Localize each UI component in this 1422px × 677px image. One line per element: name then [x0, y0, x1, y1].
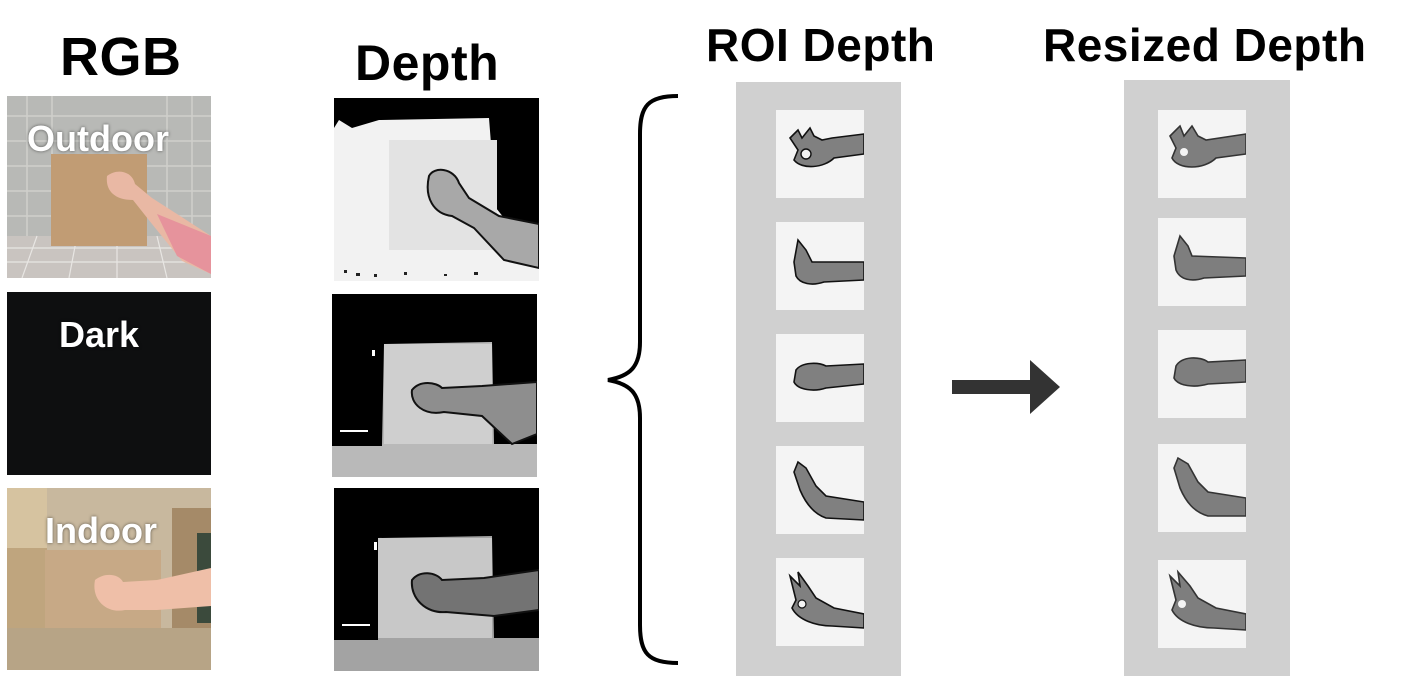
- rgb-dark-image: Dark: [7, 292, 211, 475]
- rgb-title: RGB: [60, 27, 182, 87]
- resized-thumb-thumb-up: [1158, 218, 1246, 306]
- roi-thumb-thumb-up: [776, 222, 864, 310]
- rgb-indoor-label: Indoor: [45, 510, 157, 551]
- rgb-outdoor-image: Outdoor: [7, 96, 211, 278]
- depth-indoor-image: [334, 488, 539, 671]
- depth-outdoor-image: [334, 98, 539, 281]
- roi-thumb-fist: [776, 334, 864, 422]
- roi-thumb-ok: [776, 110, 864, 198]
- roi-depth-title: ROI Depth: [706, 19, 936, 71]
- resized-thumb-ok: [1158, 110, 1246, 198]
- curly-brace-icon: [607, 94, 679, 665]
- rgb-indoor-image: Indoor: [7, 488, 211, 670]
- depth-dark-image: [332, 294, 537, 477]
- right-arrow-icon: [952, 360, 1060, 414]
- rgb-outdoor-label: Outdoor: [27, 118, 169, 159]
- depth-title: Depth: [355, 35, 500, 91]
- resized-thumb-point: [1158, 444, 1246, 532]
- resized-depth-title: Resized Depth: [1043, 19, 1367, 71]
- rgb-dark-label: Dark: [59, 314, 140, 355]
- resized-thumb-v-sign: [1158, 560, 1246, 648]
- roi-thumb-point: [776, 446, 864, 534]
- roi-thumb-v-sign: [776, 558, 864, 646]
- resized-thumb-fist: [1158, 330, 1246, 418]
